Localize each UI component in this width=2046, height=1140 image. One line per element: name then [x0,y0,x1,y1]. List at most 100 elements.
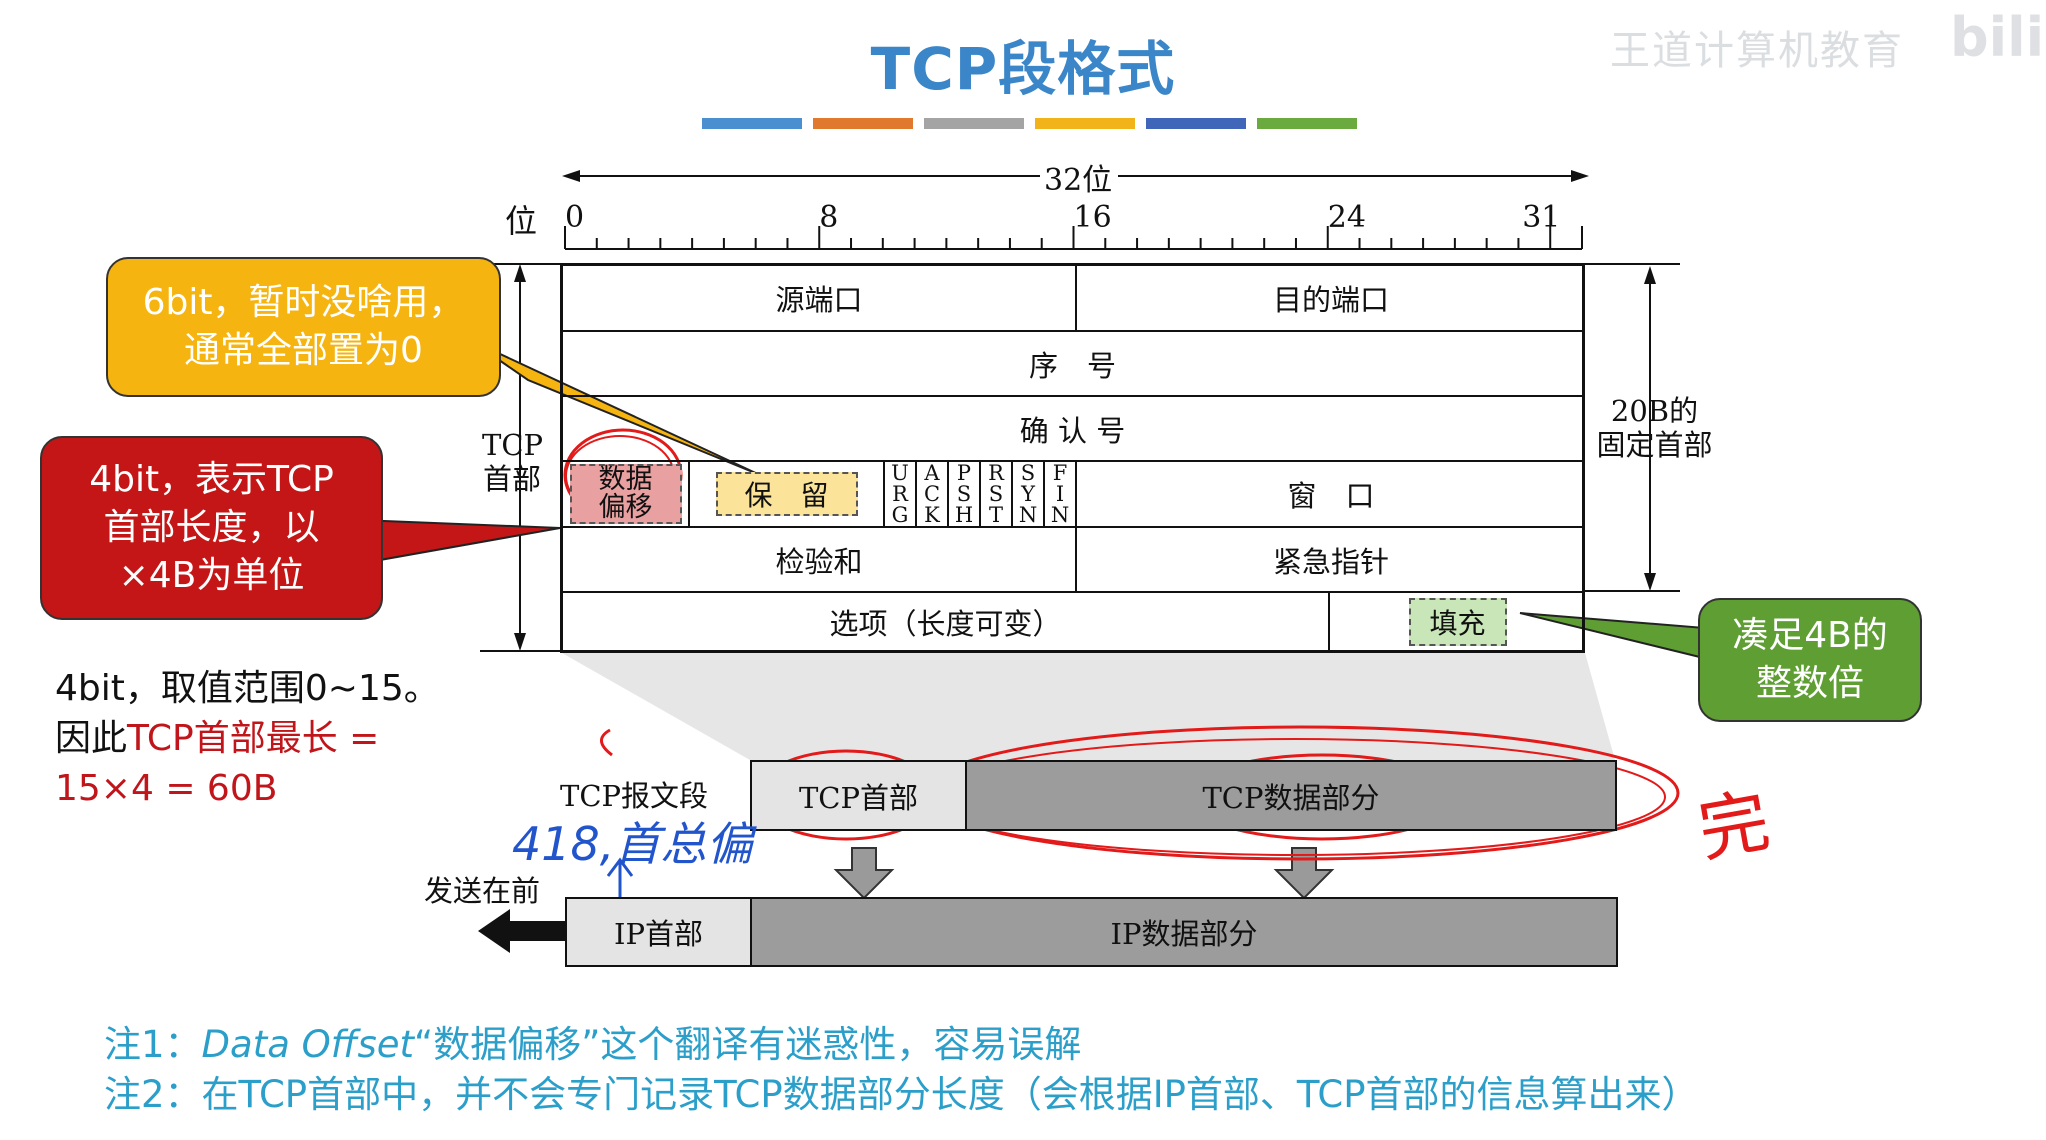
ip-header-block: IP首部 [565,897,752,967]
note-1: 注1：Data Offset“数据偏移”这个翻译有迷惑性，容易误解 [104,1014,1081,1068]
data-offset-line1: 数据 [598,464,653,495]
flag-letter: R [988,460,1004,485]
data-offset-callout-line1: 4bit，表示TCP [89,459,334,500]
ruler-tick-label: 8 [819,200,839,235]
options-field: 选项（长度可变） [829,606,1062,641]
padding-field: 填充 [1408,597,1507,646]
fixed-header-side-line2: 固定首部 [1596,428,1713,462]
ruler-total-label: 32位 [1044,163,1113,198]
flag-letter: N [1050,502,1070,527]
ruler-tick-label: 0 [565,200,585,235]
flag-letter: Y [1021,481,1035,506]
note-1-term: Data Offset [201,1023,415,1066]
data-offset-callout-line3: ×4B为单位 [118,555,305,596]
color-bar-5 [1257,118,1357,129]
src-port-field: 源端口 [775,283,863,317]
ruler-tick-label: 24 [1327,200,1366,235]
ack-field: 确 认 号 [1019,413,1126,448]
flag-letter: G [891,502,909,527]
flag-letter: S [988,481,1004,506]
tcp-data-block: TCP数据部分 [965,760,1617,831]
row-ack: 确 认 号 [563,397,1582,462]
reserved-field: 保 留 [715,472,858,516]
data-offset-cell: 数据 偏移 [563,462,688,526]
header-length-note-line3: 15×4 = 60B [55,768,278,809]
send-first-label: 发送在前 [424,874,541,908]
row-options: 选项（长度可变） 填充 [563,593,1582,650]
bilibili-logo: bili [1950,6,2045,69]
header-length-note-line2-black: 因此 [55,718,128,759]
data-offset-field: 数据 偏移 [569,464,682,524]
header-length-note-line2-red: TCP首部最长 = [127,718,380,759]
urgent-pointer-field: 紧急指针 [1075,528,1585,591]
data-offset-callout-line2: 首部长度，以 [103,507,320,548]
color-bar-2 [924,118,1024,129]
window-field: 窗 口 [1075,462,1585,526]
flag-letter: P [956,460,972,485]
header-length-note: 4bit，取值范围0~15。 因此TCP首部最长 = 15×4 = 60B [55,664,440,814]
note-1-text: “数据偏移”这个翻译有迷惑性，容易误解 [414,1023,1082,1066]
row-checksum-urgent: 检验和 紧急指针 [563,528,1582,593]
note-1-prefix: 注1： [104,1023,202,1066]
padding-callout-line2: 整数倍 [1755,663,1864,704]
flag-letter: I [1055,481,1065,506]
reserved-cell: 保 留 [688,462,883,526]
flag-letter: N [1018,502,1038,527]
tcp-header-side-label: TCP 首部 [482,428,544,496]
row-ports: 源端口 目的端口 [563,266,1582,332]
fixed-header-side-label: 20B的 固定首部 [1592,394,1717,462]
tcp-segment-bar: TCP首部 TCP数据部分 [750,760,1617,831]
color-bar-3 [1035,118,1135,129]
data-offset-callout: 4bit，表示TCP 首部长度，以 ×4B为单位 [40,436,383,620]
flag-letter: H [954,502,974,527]
page-title: TCP段格式 [870,35,1176,103]
color-bar-4 [1146,118,1246,129]
reserved-callout-line2: 通常全部置为0 [184,330,423,371]
color-bar-0 [702,118,802,129]
row-seq: 序 号 [563,332,1582,397]
watermark: 王道计算机教育 [1610,28,1904,74]
ip-datagram-bar: IP首部 IP数据部分 [565,897,1618,967]
note-2: 注2：在TCP首部中，并不会专门记录TCP数据部分长度（会根据IP首部、TCP首… [104,1073,1699,1116]
flag-letter: U [891,460,909,485]
ip-data-block: IP数据部分 [750,897,1618,967]
flag-letter: S [956,481,972,506]
tcp-header-side-line1: TCP [482,428,544,462]
header-length-note-line2: 因此TCP首部最长 = [55,714,440,764]
ruler-bit-label: 位 [505,202,538,240]
fixed-header-side-line1: 20B的 [1610,394,1699,428]
flag-letter: K [924,502,940,527]
ruler-tick-label: 16 [1073,200,1112,235]
padding-cell: 填充 [1328,593,1585,650]
flag-letter: C [923,481,941,506]
data-offset-line2: 偏移 [598,492,653,523]
checksum-field: 检验和 [775,544,863,579]
flag-letter: A [924,460,940,485]
ruler-tick-label: 31 [1522,200,1561,235]
tcp-header-block: TCP首部 [750,760,967,831]
reserved-callout-line1: 6bit，暂时没啥用， [142,282,465,323]
flag-letter: S [1020,460,1036,485]
header-length-note-line1: 4bit，取值范围0~15。 [55,668,440,709]
handwritten-note-blue: 418,首总偏 [512,817,753,871]
tcp-segment-label: TCP报文段 [560,779,709,813]
tcp-header-side-line2: 首部 [482,462,541,496]
dst-port-field: 目的端口 [1075,266,1585,330]
seq-field: 序 号 [1028,348,1116,383]
padding-callout-line1: 凑足4B的 [1732,615,1888,656]
color-bar-1 [813,118,913,129]
reserved-callout: 6bit，暂时没啥用， 通常全部置为0 [106,257,501,397]
flag-letter: T [988,502,1003,527]
flag-letter: F [1052,460,1068,485]
padding-callout: 凑足4B的 整数倍 [1698,598,1922,722]
